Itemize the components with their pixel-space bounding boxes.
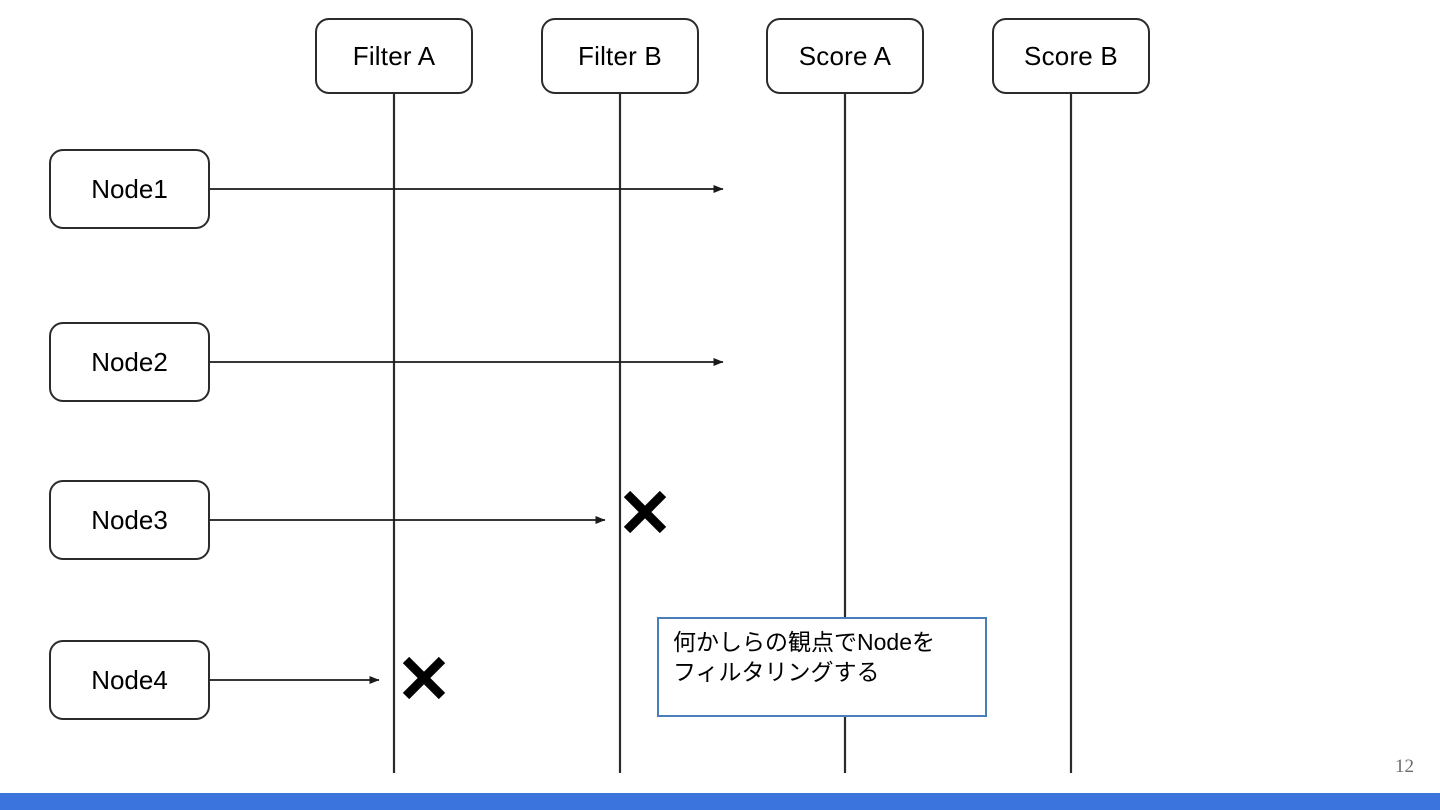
x-icon-node4 (402, 656, 446, 700)
participant-filter-a[interactable]: Filter A (315, 18, 473, 94)
bottom-accent-bar (0, 793, 1440, 810)
participant-label-score-b: Score B (1024, 40, 1118, 71)
participant-score-a[interactable]: Score A (766, 18, 924, 94)
lifelines-group (392, 94, 1073, 773)
node-box-node2[interactable]: Node2 (49, 322, 210, 402)
message-arrows-group (210, 185, 724, 684)
annotation-line-2: フィルタリングする (673, 659, 880, 686)
participant-filter-b[interactable]: Filter B (541, 18, 699, 94)
participant-label-filter-a: Filter A (352, 40, 436, 71)
node-box-node4[interactable]: Node4 (49, 640, 210, 720)
participant-label-score-a: Score A (798, 40, 892, 71)
node-label-node2: Node2 (91, 346, 168, 377)
annotation-line-1: 何かしらの観点でNodeを (673, 629, 935, 655)
page-number: 12 (1395, 756, 1414, 777)
node-label-node1: Node1 (91, 173, 168, 204)
x-icon-node3 (623, 490, 667, 534)
node-label-node3: Node3 (91, 504, 168, 535)
node-box-node1[interactable]: Node1 (49, 149, 210, 229)
blocked-markers-group (402, 490, 667, 700)
node-box-node3[interactable]: Node3 (49, 480, 210, 560)
node-label-node4: Node4 (91, 664, 168, 695)
participant-score-b[interactable]: Score B (992, 18, 1150, 94)
annotation-callout[interactable]: 何かしらの観点でNodeを フィルタリングする (657, 617, 987, 717)
participant-label-filter-b: Filter B (578, 40, 662, 71)
